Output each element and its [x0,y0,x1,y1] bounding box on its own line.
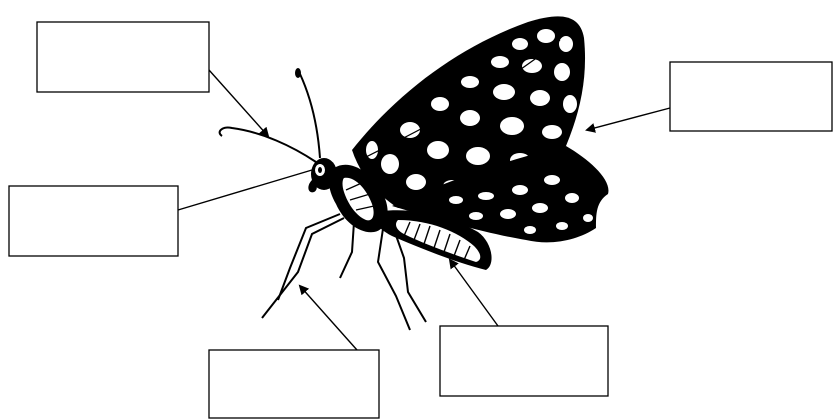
antennae [220,68,320,162]
antenna-arrow [209,70,268,136]
label-box-antenna[interactable] [37,22,209,92]
leg-arrow [300,286,357,350]
wing-arrow [587,108,670,130]
head-leader-line [178,170,312,210]
label-box-leg[interactable] [209,350,379,418]
label-box-wing[interactable] [670,62,832,131]
butterfly-illustration [220,16,609,330]
label-box-abdomen[interactable] [440,326,608,396]
label-box-head[interactable] [9,186,178,256]
abdomen-arrow [450,260,498,326]
